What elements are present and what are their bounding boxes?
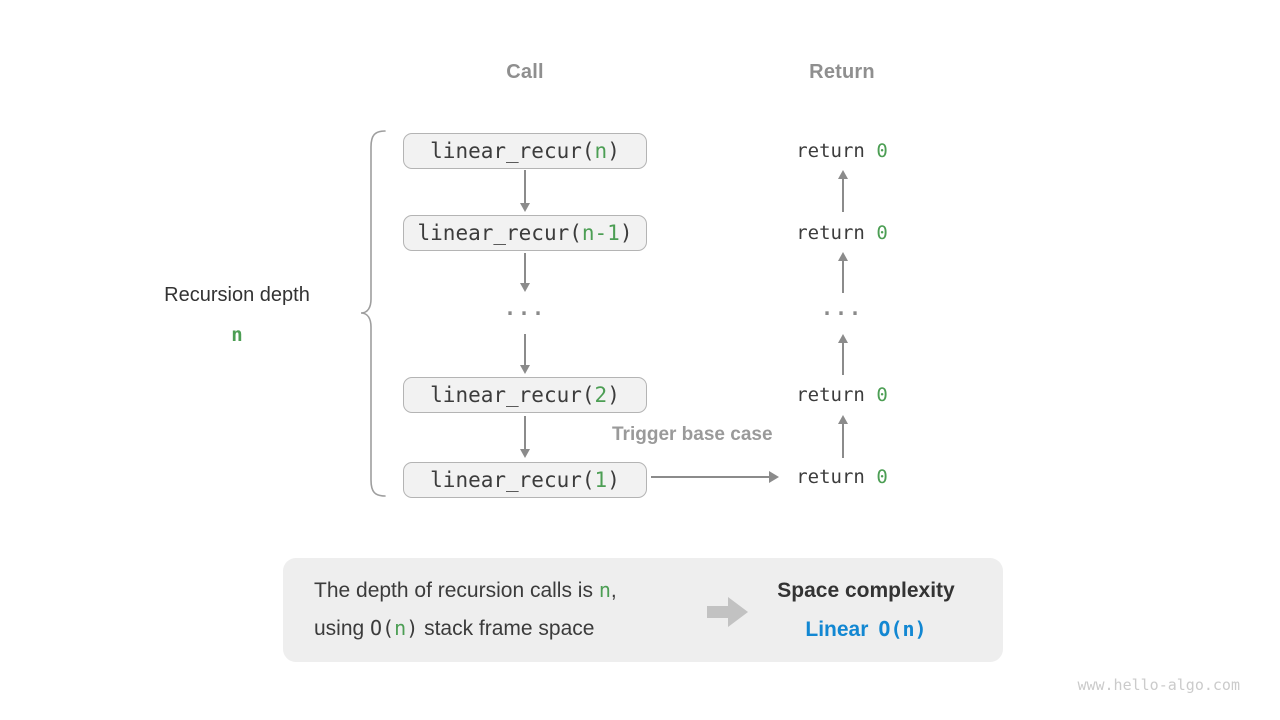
recursion-depth-value: n: [231, 324, 243, 346]
return-column-header: Return: [809, 61, 875, 83]
summary-line-2: using O(n) stack frame space: [314, 616, 594, 641]
return-row: return 0: [782, 466, 902, 488]
up-arrow-icon: [838, 252, 848, 293]
curly-brace-icon: [360, 130, 386, 497]
down-arrow-icon: [520, 334, 530, 374]
code-text: linear_recur(: [430, 139, 595, 163]
up-arrow-icon: [838, 415, 848, 458]
call-box-1: linear_recur(1): [403, 462, 647, 498]
return-row: return 0: [782, 140, 902, 162]
code-text: ): [607, 383, 620, 407]
up-arrow-icon: [838, 334, 848, 375]
code-text: return: [796, 222, 877, 244]
summary-text: The depth of recursion calls is: [314, 579, 599, 602]
code-text: ): [607, 139, 620, 163]
watermark: www.hello-algo.com: [1077, 676, 1240, 694]
return-value: 0: [876, 384, 888, 406]
down-arrow-icon: [520, 416, 530, 458]
down-arrow-icon: [520, 253, 530, 292]
code-arg: 1: [594, 468, 608, 492]
call-box-n-1: linear_recur(n-1): [403, 215, 647, 251]
trigger-base-case-label: Trigger base case: [612, 424, 773, 445]
return-ellipsis: ...: [820, 296, 864, 320]
summary-text: ,: [610, 579, 617, 602]
code-text: return: [796, 140, 877, 162]
return-value: 0: [876, 222, 888, 244]
code-arg: n: [594, 139, 608, 163]
return-row: return 0: [782, 222, 902, 244]
call-box-2: linear_recur(2): [403, 377, 647, 413]
call-box-n: linear_recur(n): [403, 133, 647, 169]
code-text: linear_recur(: [417, 221, 582, 245]
code-text: linear_recur(: [430, 468, 595, 492]
up-arrow-icon: [838, 170, 848, 212]
summary-n: n: [394, 616, 407, 640]
code-text: ): [607, 468, 620, 492]
summary-box: The depth of recursion calls is n, using…: [283, 558, 1003, 662]
return-row: return 0: [782, 384, 902, 406]
call-ellipsis: ...: [503, 296, 547, 320]
summary-text: using: [314, 617, 371, 640]
block-right-arrow-icon: [707, 597, 748, 627]
space-complexity-title: Space complexity: [777, 579, 955, 602]
big-o-close: ): [406, 616, 419, 640]
complexity-big-o: O(n): [878, 617, 927, 641]
summary-line-1: The depth of recursion calls is n,: [314, 578, 617, 603]
big-o-open: O(: [370, 616, 395, 640]
down-arrow-icon: [520, 170, 530, 212]
summary-text: stack frame space: [418, 617, 595, 640]
code-text: return: [796, 466, 877, 488]
complexity-word: Linear: [805, 618, 869, 641]
right-arrow-icon: [651, 471, 779, 483]
recursion-depth-label: Recursion depth: [164, 284, 310, 306]
space-complexity-value: Linear O(n): [741, 617, 991, 642]
code-arg: n-1: [581, 221, 620, 245]
code-text: ): [619, 221, 633, 245]
return-value: 0: [876, 140, 888, 162]
code-arg: 2: [594, 383, 608, 407]
summary-n: n: [598, 578, 611, 602]
code-text: linear_recur(: [430, 383, 595, 407]
call-column-header: Call: [506, 61, 544, 83]
return-value: 0: [876, 466, 888, 488]
code-text: return: [796, 384, 877, 406]
